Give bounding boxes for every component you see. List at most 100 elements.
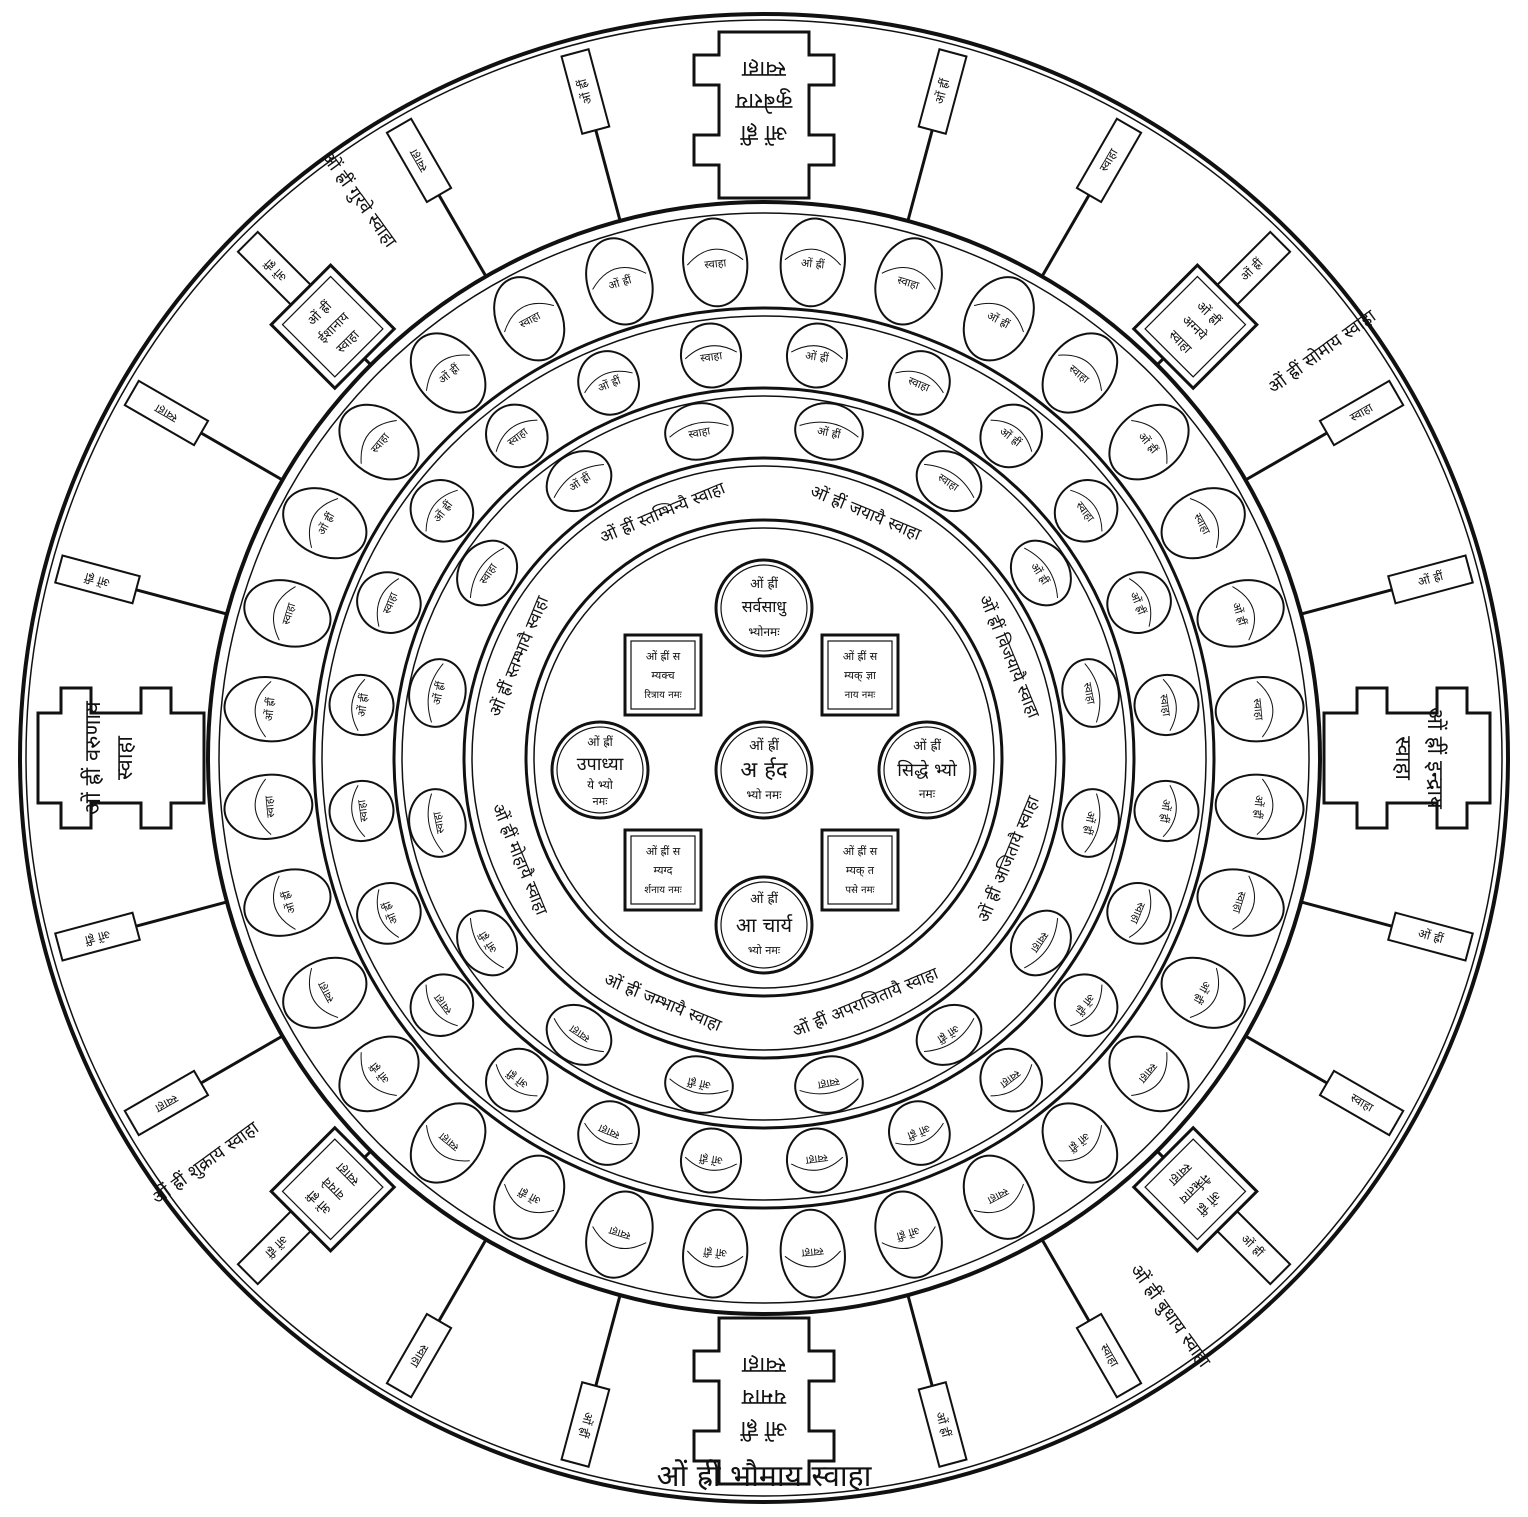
bottom-label: ओं ह्रीं भौमाय स्वाहा <box>657 1459 873 1494</box>
ring3-leaf: ओं ह्रीं <box>1131 777 1202 845</box>
corner-label: ओं ह्रीं गुरवे स्वाहा <box>317 147 402 252</box>
gate-north: ओं ह्रींकुबेरायस्वाहा <box>694 32 834 198</box>
ring4-leaf-text: स्वाहा <box>801 1245 824 1260</box>
ring4-leaf: स्वाहा <box>221 771 315 843</box>
spoke-label: ओं ह्रीं <box>562 1382 610 1467</box>
square-sw-line-3: र्शनाय नमः <box>644 884 682 896</box>
square-nw: ओं ह्रीं स म्यक्च रित्राय नमः <box>625 635 701 715</box>
spoke-line <box>1042 195 1089 276</box>
gate-south-text: स्वाहा <box>742 1352 786 1377</box>
square-se-line-1: ओं ह्रीं स <box>843 845 878 858</box>
ring4-leaf-text: ओं ह्रीं <box>1250 794 1265 819</box>
square-sw: ओं ह्रीं स म्यग्द र्शनाय नमः <box>625 830 701 910</box>
ring4-leaf: ओं ह्रीं <box>1027 1089 1132 1198</box>
spoke-label: ओं ह्रीं <box>55 913 140 961</box>
spoke-label: स्वाहा <box>1320 381 1403 445</box>
square-se: ओं ह्रीं स म्यक् त पसे नमः <box>822 830 898 910</box>
spoke-line <box>1246 433 1327 480</box>
square-nw-line-2: म्यक्च <box>651 669 675 682</box>
ring4-leaf: स्वाहा <box>1027 319 1132 428</box>
ring4-leaf-text: ओं ह्रीं <box>262 697 277 722</box>
ring4-leaf: स्वाहा <box>679 215 751 309</box>
gate-north-text: कुबेराय <box>734 88 792 114</box>
ring4-leaf-text: स्वाहा <box>704 256 727 271</box>
west-circle-line-1: ओं ह्रीं <box>587 735 613 749</box>
spoke-label: ओं ह्रीं <box>919 49 967 134</box>
east-circle-line-3: नमः <box>919 787 936 801</box>
corner-label: ओं ह्रीं सोमाय स्वाहा <box>1263 305 1380 398</box>
spoke-line <box>201 433 282 480</box>
west-circle-line-4: नमः <box>593 795 609 808</box>
square-ne: ओं ह्रीं स म्यक् ज्ञा नाय नमः <box>822 635 898 715</box>
spoke-line <box>136 590 227 614</box>
square-sw-line-1: ओं ह्रीं स <box>646 845 681 858</box>
spoke-line <box>439 1240 486 1321</box>
spoke-label: ओं ह्रीं <box>562 49 610 134</box>
spoke-label: स्वाहा <box>125 381 208 445</box>
gate-west-text: ओं ह्रीं वरुणाय <box>80 700 106 815</box>
gate-west: ओं ह्रीं वरुणाय स्वाहा <box>38 688 204 828</box>
ring3-leaf: स्वाहा <box>783 1125 851 1196</box>
square-se-line-2: म्यक् त <box>846 864 875 877</box>
ring4-leaf: ओं ह्रीं <box>777 215 849 309</box>
spoke-line <box>1246 1036 1327 1083</box>
core-line-2: अ र्हद <box>740 757 787 783</box>
ring4-leaf: स्वाहा <box>395 1089 500 1198</box>
spoke-label: स्वाहा <box>1320 1071 1403 1135</box>
ring4-leaf-text: स्वाहा <box>262 795 277 818</box>
ring3-leaf: स्वाहा <box>677 320 745 391</box>
square-ne-line-1: ओं ह्रीं स <box>843 650 878 663</box>
ring3-leaf: ओं ह्रीं <box>783 320 851 391</box>
gate-west-text: स्वाहा <box>113 736 138 780</box>
spoke-line <box>201 1036 282 1083</box>
north-circle-line-1: ओं ह्रीं <box>750 576 778 592</box>
inner-ring-text: ओं ह्रीं अजितायै स्वाहा <box>973 792 1044 925</box>
spoke-label: ओं ह्रीं <box>1388 913 1473 961</box>
spoke-line <box>1042 1240 1089 1321</box>
west-circle: ओं ह्रीं उपाध्या ये भ्यो नमः <box>552 722 648 818</box>
ring3-leaf: स्वाहा <box>326 777 397 845</box>
spoke-line <box>136 902 227 926</box>
ring4-leaf: ओं ह्रीं <box>325 1021 434 1126</box>
ring4-leaf: स्वाहा <box>236 570 339 657</box>
spoke-label: ओं ह्रीं <box>55 556 140 604</box>
corner-label: ओं ह्रीं शुक्राय स्वाहा <box>147 1116 263 1209</box>
gate-north-text: ओं ह्रीं <box>740 120 787 146</box>
ring4-leaf: ओं ह्रीं <box>679 1207 751 1301</box>
spoke-line <box>908 130 932 221</box>
inner-ring-text: ओं ह्रीं स्तम्भायै स्वाहा <box>484 592 553 719</box>
gate-east-text: ओं ह्रीं इन्द्राय <box>1422 707 1448 810</box>
square-nw-line-1: ओं ह्रीं स <box>646 650 681 663</box>
south-circle: ओं ह्रीं आ चार्य भ्यो नमः <box>716 877 812 973</box>
ring4-leaf: ओं ह्रीं <box>576 230 663 333</box>
north-circle-line-2: सर्वसाधु <box>742 597 788 617</box>
ring4-leaf: स्वाहा <box>1189 859 1292 946</box>
gate-south-text: ओं ह्रीं <box>740 1416 787 1442</box>
spoke-line <box>596 1295 620 1386</box>
square-sw-line-2: म्यग्द <box>654 864 673 877</box>
gate-east-text: स्वाहा <box>1390 736 1415 780</box>
ring4-leaf: ओं ह्रीं <box>221 673 315 745</box>
ring4-leaf: स्वाहा <box>1095 1021 1204 1126</box>
spoke-line <box>1301 902 1392 926</box>
ring4-leaf: स्वाहा <box>325 389 434 494</box>
ring4-leaf: ओं ह्रीं <box>865 1183 952 1286</box>
ring4-leaf: ओं ह्रीं <box>1189 570 1292 657</box>
east-circle: ओं ह्रीं सिद्धे भ्यो नमः <box>879 722 975 818</box>
spoke-label: स्वाहा <box>125 1071 208 1135</box>
east-circle-line-1: ओं ह्रीं <box>913 738 941 754</box>
spoke-line <box>439 195 486 276</box>
ring4-leaf: स्वाहा <box>865 230 952 333</box>
square-ne-line-3: नाय नमः <box>845 690 877 701</box>
ring3-leaf: ओं ह्रीं <box>326 671 397 739</box>
south-circle-line-3: भ्यो नमः <box>748 944 781 957</box>
north-circle-line-3: भ्योनमः <box>748 625 780 639</box>
north-circle: ओं ह्रीं सर्वसाधु भ्योनमः <box>716 560 812 656</box>
spoke-label: स्वाहा <box>387 119 451 202</box>
spoke-line <box>908 1295 932 1386</box>
spoke-line <box>1301 590 1392 614</box>
ring4-leaf-text: ओं ह्रीं <box>800 256 825 271</box>
ring3-leaf: ओं ह्रीं <box>677 1125 745 1196</box>
spoke-label: स्वाहा <box>1077 119 1141 202</box>
